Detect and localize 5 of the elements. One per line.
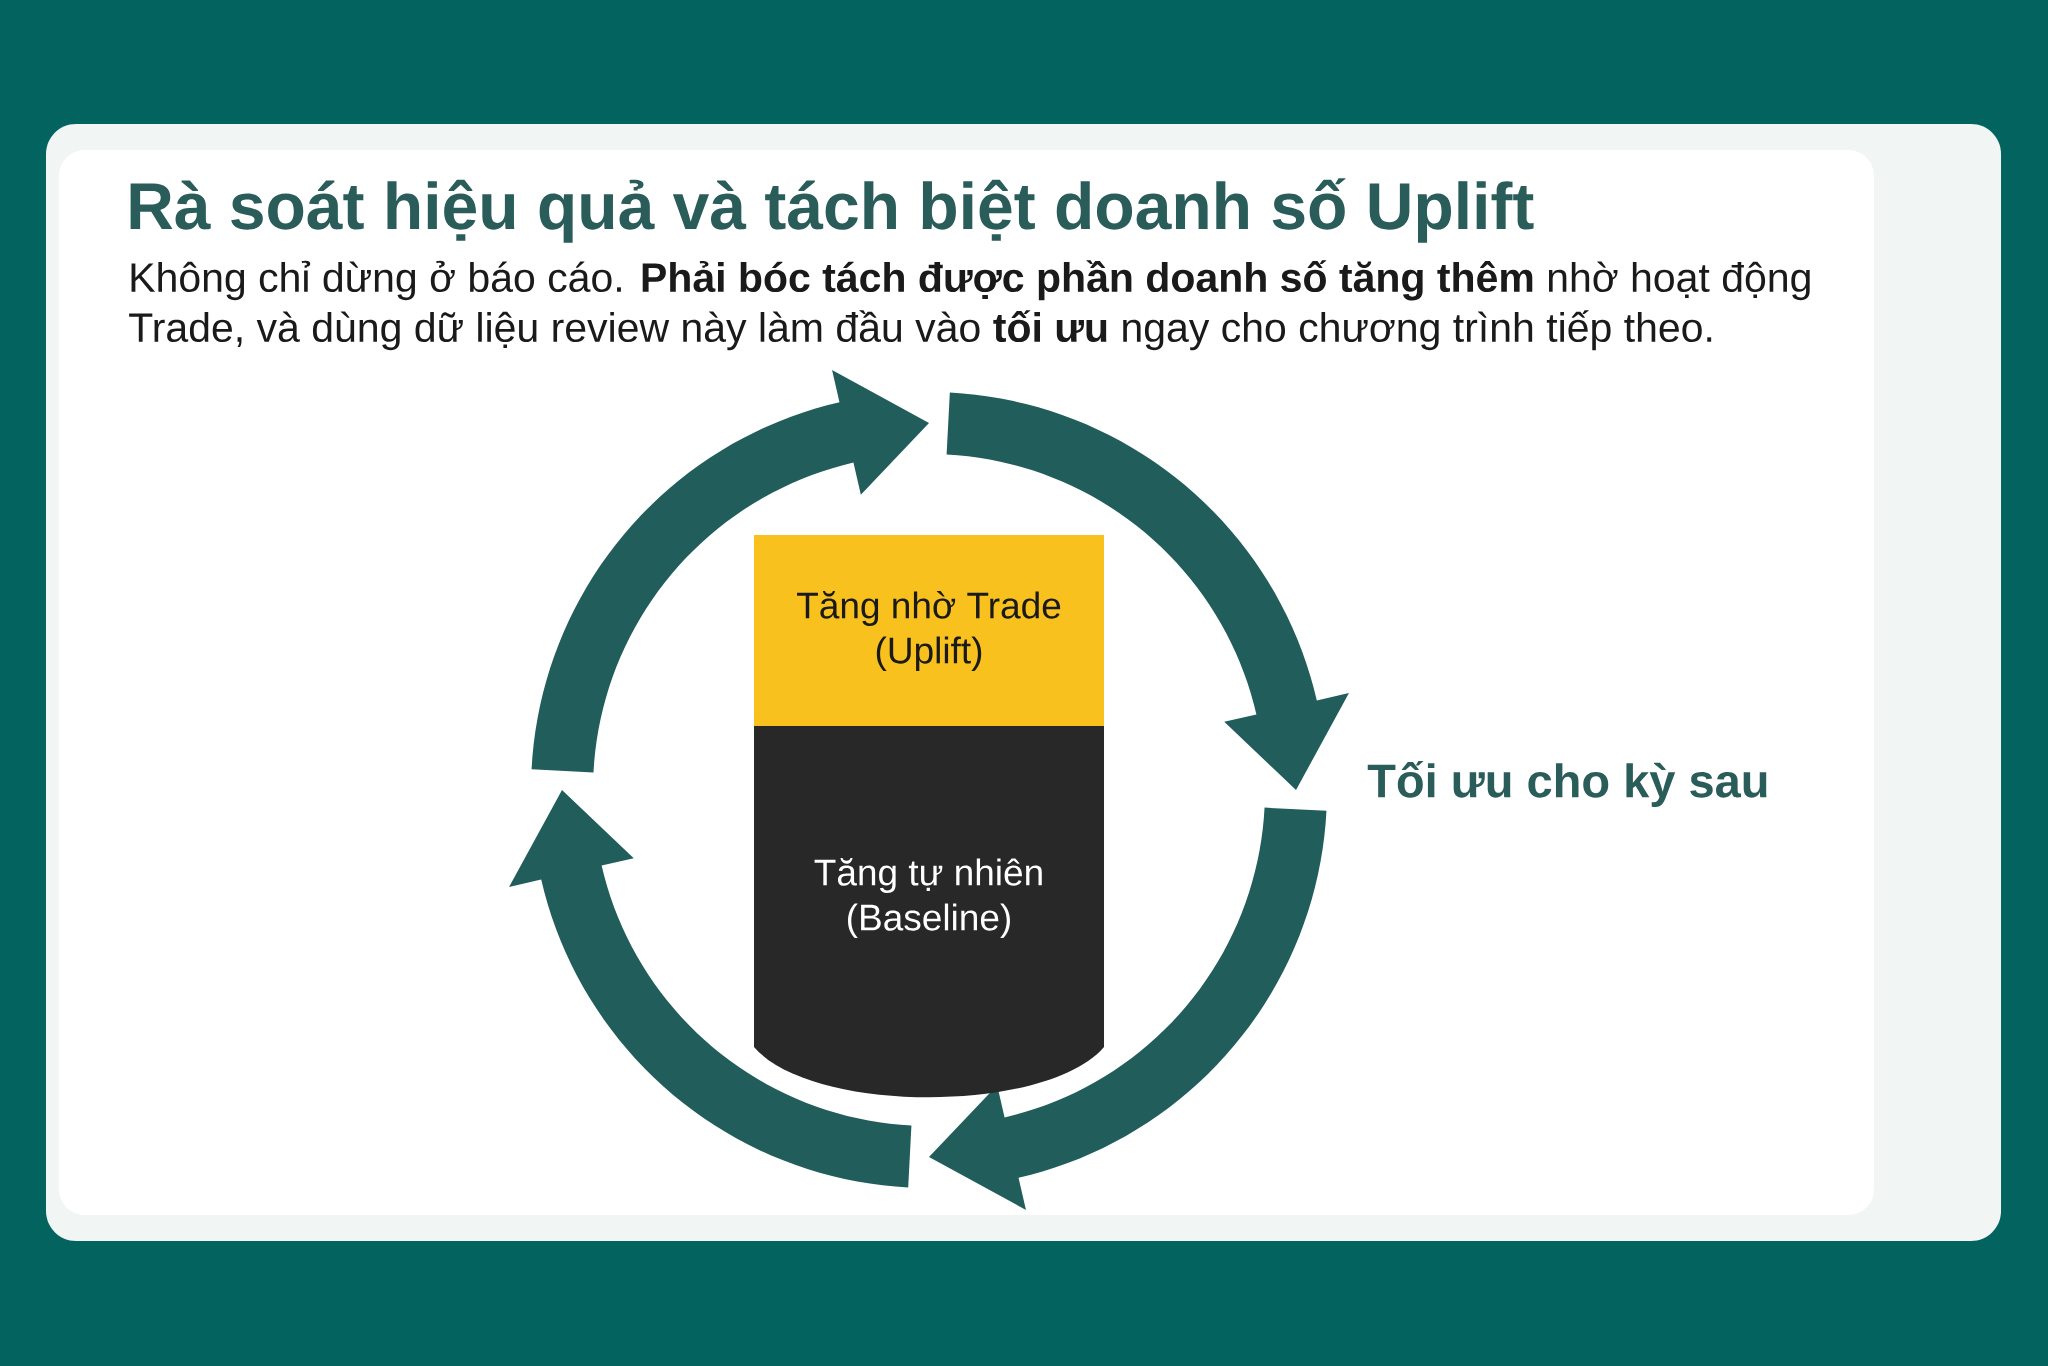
cycle-label: Tối ưu cho kỳ sau [1367,761,1767,807]
uplift-segment: Tăng nhờ Trade (Uplift) [754,535,1104,726]
paragraph: Không chỉ dừng ở báo cáo. Phải bóc tách được phần doanh số tăng thêm nhờ hoạt động Trade, và dùng dữ liệu review này làm đầu vào tối ưu ngay cho chương trình tiếp theo. [129,260,1810,351]
baseline-segment: Tăng tự nhiên (Baseline) [754,726,1104,1098]
title: Rà soát hiệu quả và tách biệt doanh số Uplift [130,178,1534,243]
